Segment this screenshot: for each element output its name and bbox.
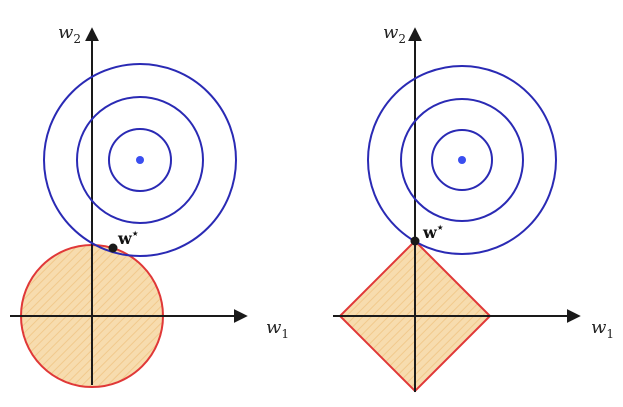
right-contour-outer xyxy=(367,65,557,255)
panel-l2: w⋆ w1 w2 xyxy=(10,22,289,388)
right-x-axis-label: w1 xyxy=(591,317,614,341)
right-point-label: w⋆ xyxy=(422,221,444,242)
left-point-label: w⋆ xyxy=(117,227,139,248)
right-contour-inner xyxy=(431,129,493,191)
left-solution-point xyxy=(108,243,118,253)
panel-l1: w⋆ w1 w2 xyxy=(333,22,614,393)
left-contours xyxy=(43,63,237,257)
right-y-axis-label: w2 xyxy=(383,22,406,46)
right-solution-point xyxy=(410,236,420,246)
right-optimum-center xyxy=(458,156,466,164)
left-optimum-center xyxy=(136,156,144,164)
left-x-axis-label: w1 xyxy=(266,317,289,341)
left-y-axis-label: w2 xyxy=(58,22,81,46)
left-contour-outer xyxy=(43,63,237,257)
right-contours xyxy=(367,65,557,255)
left-contour-inner xyxy=(108,128,172,192)
left-contour-middle xyxy=(76,96,204,224)
right-contour-middle xyxy=(400,98,524,222)
